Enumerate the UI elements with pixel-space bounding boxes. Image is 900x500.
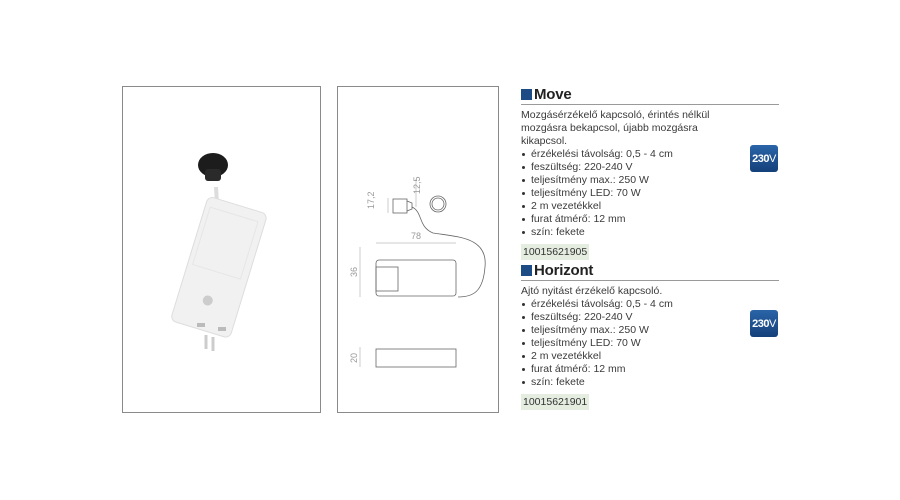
product-description: Ajtó nyitást érzékelő kapcsoló. [521, 285, 663, 297]
feature-item: feszültség: 220-240 V [521, 311, 779, 324]
product-title: Horizont [534, 261, 594, 279]
feature-item: teljesítmény LED: 70 W [521, 337, 779, 350]
feature-item: érzékelési távolság: 0,5 - 4 cm [521, 298, 779, 311]
product-horizont: Horizont Ajtó nyitást érzékelő kapcsoló.… [521, 262, 779, 410]
dim-sensor-height: 17,2 [366, 191, 376, 209]
dimension-drawing: 17,2 12,5 78 36 20 [349, 176, 486, 368]
feature-item: furat átmérő: 12 mm [521, 213, 779, 226]
product-title: Move [534, 85, 572, 103]
feature-item: érzékelési távolság: 0,5 - 4 cm [521, 148, 779, 161]
product-photo [122, 86, 321, 413]
product-heading: Move [521, 86, 779, 105]
feature-item: 2 m vezetékkel [521, 350, 779, 363]
voltage-unit: V [769, 317, 776, 330]
product-description: Mozgásérzékelő kapcsoló, érintés nélkül … [521, 109, 710, 147]
heading-square-icon [521, 264, 532, 276]
dim-width: 36 [349, 267, 359, 277]
voltage-number: 230 [752, 152, 769, 165]
heading-square-icon [521, 88, 532, 100]
feature-item: szín: fekete [521, 376, 779, 389]
product-code: 10015621901 [521, 394, 590, 410]
feature-list: érzékelési távolság: 0,5 - 4 cm feszülts… [521, 298, 779, 389]
feature-item: furat átmérő: 12 mm [521, 363, 779, 376]
dim-height: 20 [349, 353, 359, 363]
feature-item: szín: fekete [521, 226, 779, 239]
technical-drawing: 17,2 12,5 78 36 20 [337, 86, 499, 413]
product-move: Move Mozgásérzékelő kapcsoló, érintés né… [521, 86, 779, 260]
feature-item: teljesítmény LED: 70 W [521, 187, 779, 200]
feature-item: teljesítmény max.: 250 W [521, 174, 779, 187]
voltage-unit: V [769, 152, 776, 165]
dim-sensor-depth: 12,5 [412, 176, 422, 194]
voltage-number: 230 [752, 317, 769, 330]
sensor-switch-image [171, 153, 267, 351]
feature-item: feszültség: 220-240 V [521, 161, 779, 174]
feature-item: 2 m vezetékkel [521, 200, 779, 213]
feature-item: teljesítmény max.: 250 W [521, 324, 779, 337]
product-heading: Horizont [521, 262, 779, 281]
product-code: 10015621905 [521, 244, 590, 260]
feature-list: érzékelési távolság: 0,5 - 4 cm feszülts… [521, 148, 779, 239]
dim-length: 78 [411, 231, 421, 241]
